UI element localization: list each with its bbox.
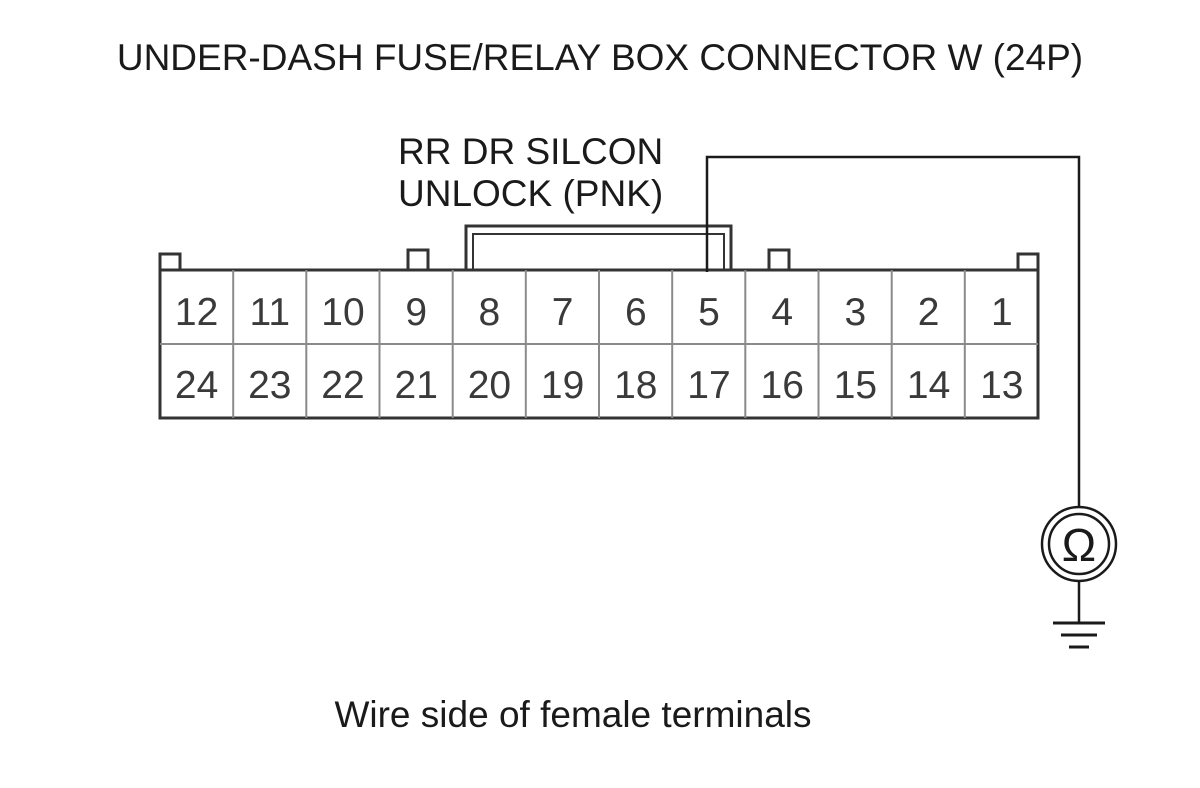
terminal-20: 20 — [468, 364, 511, 407]
ohmmeter-icon: Ω — [1040, 505, 1118, 583]
terminal-24: 24 — [175, 364, 218, 407]
connector-key — [472, 233, 725, 270]
test-lead-wire — [705, 155, 1081, 507]
terminal-10: 10 — [321, 291, 364, 334]
terminal-row-bottom: 24 23 22 21 20 19 18 17 16 15 14 13 — [175, 364, 1024, 407]
wire-label-line2: UNLOCK (PNK) — [398, 173, 663, 214]
terminal-9: 9 — [405, 291, 427, 334]
terminal-7: 7 — [552, 291, 574, 334]
terminal-18: 18 — [614, 364, 657, 407]
wire-label-line1: RR DR SILCON — [398, 131, 663, 172]
terminal-15: 15 — [834, 364, 877, 407]
terminal-12: 12 — [175, 291, 218, 334]
column-dividers — [232, 270, 966, 418]
ohm-symbol: Ω — [1062, 519, 1096, 571]
terminal-22: 22 — [321, 364, 364, 407]
terminal-4: 4 — [771, 291, 793, 334]
terminal-11: 11 — [250, 291, 291, 334]
terminal-19: 19 — [541, 364, 584, 407]
terminal-3: 3 — [845, 291, 867, 334]
diagram-title: UNDER-DASH FUSE/RELAY BOX CONNECTOR W (2… — [117, 37, 1083, 78]
terminal-5: 5 — [698, 291, 720, 334]
terminal-row-top: 12 11 10 9 8 7 6 5 4 3 2 1 — [175, 291, 1013, 334]
terminal-13: 13 — [980, 364, 1023, 407]
terminal-23: 23 — [248, 364, 291, 407]
terminal-8: 8 — [479, 291, 501, 334]
ground-icon — [1053, 621, 1105, 649]
terminal-17: 17 — [687, 364, 730, 407]
terminal-1: 1 — [991, 291, 1013, 334]
terminal-21: 21 — [395, 364, 438, 407]
terminal-6: 6 — [625, 291, 647, 334]
diagram-caption: Wire side of female terminals — [334, 694, 811, 735]
terminal-2: 2 — [918, 291, 940, 334]
terminal-14: 14 — [907, 364, 950, 407]
terminal-16: 16 — [761, 364, 804, 407]
